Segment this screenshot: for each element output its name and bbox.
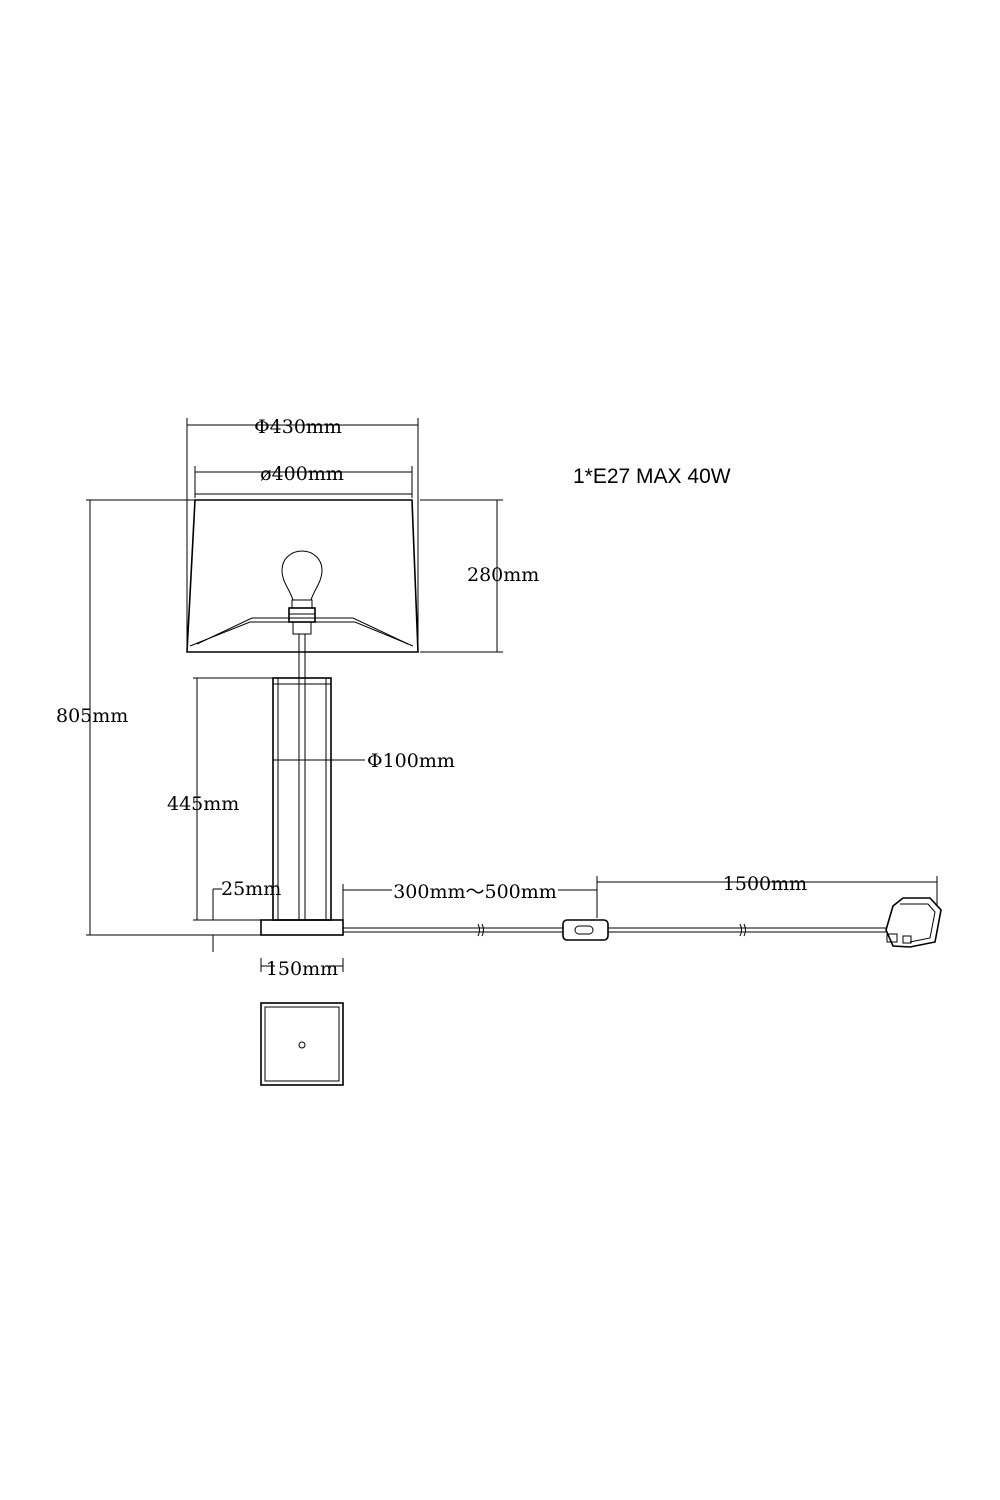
body-height-label: 445mm [167,793,239,815]
lamp-shade [186,493,419,653]
shade-outer-diameter-label: Φ430mm [254,416,342,438]
body-diameter-label: Φ100mm [367,750,455,772]
switch-to-plug-label: 1500mm [723,873,807,895]
cord-to-switch-label: 300mm～500mm [393,881,557,903]
dimension-lines [86,418,938,972]
bulb-spec-label: 1*E27 MAX 40W [573,465,731,488]
base-height-label: 25mm [221,878,281,900]
shade-inner-diameter-label: ø400mm [260,463,344,485]
plug-icon [885,897,942,948]
total-height-label: 805mm [56,705,128,727]
lamp-base [260,919,344,936]
lamp-body [272,634,332,921]
bulb-icon [281,550,323,635]
base-top-view [260,1002,344,1086]
shade-height-label: 280mm [467,564,539,586]
power-cord [343,923,886,937]
switch-icon [562,919,609,941]
base-width-label: 150mm [266,958,338,980]
